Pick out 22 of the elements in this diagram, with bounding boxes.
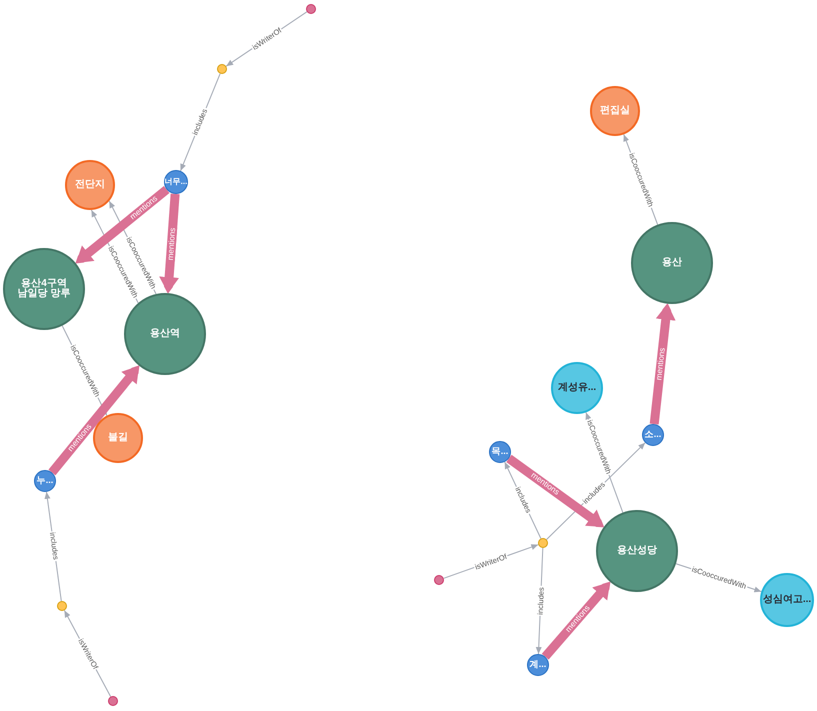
edge-label: mentions (654, 346, 667, 382)
relationship-arrow (506, 454, 604, 528)
node-label: 용산성당 (617, 546, 657, 556)
node-label: 성심여고... (762, 594, 812, 606)
node-label: 편집실 (600, 106, 630, 116)
node-label: 불길 (108, 432, 128, 444)
node-label: 누... (36, 476, 54, 486)
node-label: 너무... (164, 178, 188, 186)
node-label: 계성유... (558, 382, 596, 394)
relationship-arrow (48, 365, 140, 476)
node-label: 전단지 (75, 180, 105, 190)
relationship-arrow (159, 194, 180, 294)
relationship-arrow (75, 186, 170, 264)
node-label: 계... (530, 660, 546, 670)
node-label: 용산 (662, 258, 682, 268)
node-label: 목... (492, 447, 508, 457)
relationship-arrow (650, 303, 676, 425)
node-label: 용산4구역 남일당 망루 (16, 278, 72, 300)
relationship-arrow (542, 582, 610, 660)
node-label: 용산역 (150, 328, 180, 340)
edge-label: mentions (166, 226, 177, 261)
node-label: 소... (644, 430, 662, 440)
